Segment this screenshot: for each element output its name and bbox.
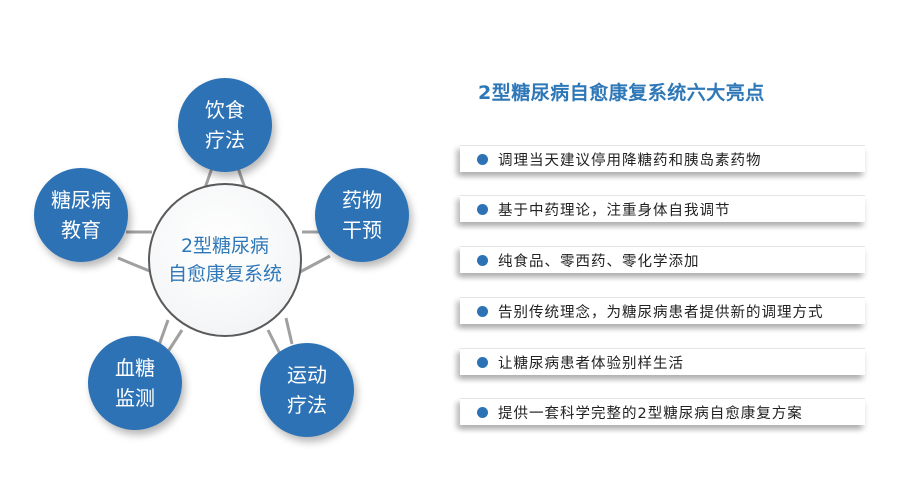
connector-lines: [117, 167, 331, 365]
highlights-title: 2型糖尿病自愈康复系统六大亮点: [478, 82, 765, 104]
bullet-dot-icon: [477, 203, 488, 215]
highlight-item: 基于中药理论，注重身体自我调节: [460, 195, 865, 222]
center-line1: 2型糖尿病: [180, 235, 270, 257]
node-label: 教育: [61, 218, 101, 242]
highlight-text: 告别传统理念，为糖尿病患者提供新的调理方式: [498, 304, 824, 321]
node-label: 糖尿病: [51, 188, 111, 212]
highlight-item: 告别传统理念，为糖尿病患者提供新的调理方式: [460, 297, 865, 324]
node-exercise-therapy: 运动 疗法: [260, 343, 354, 437]
highlight-item: 提供一套科学完整的2型糖尿病自愈康复方案: [460, 398, 865, 425]
node-diabetes-education: 糖尿病 教育: [34, 168, 128, 262]
node-label: 饮食: [205, 98, 245, 122]
node-label: 干预: [342, 218, 382, 242]
node-diet-therapy: 饮食 疗法: [178, 78, 272, 172]
node-label: 疗法: [287, 393, 327, 417]
node-label: 监测: [115, 386, 155, 410]
node-label: 疗法: [205, 128, 245, 152]
center-hub: 2型糖尿病 自愈康复系统: [148, 183, 302, 337]
highlight-text: 纯食品、零西药、零化学添加: [498, 253, 700, 270]
highlight-text: 提供一套科学完整的2型糖尿病自愈康复方案: [498, 405, 803, 422]
node-glucose-monitoring: 血糖 监测: [88, 336, 182, 430]
bullet-dot-icon: [477, 305, 488, 317]
highlight-item: 让糖尿病患者体验别样生活: [460, 348, 865, 375]
bullet-dot-icon: [477, 254, 488, 266]
node-label: 运动: [287, 363, 327, 387]
node-label: 血糖: [115, 356, 155, 380]
bullet-dot-icon: [477, 356, 488, 368]
center-line2: 自愈康复系统: [167, 263, 282, 285]
five-pillar-diagram: 2型糖尿病 自愈康复系统 饮食 疗法 药物 干预 运动 疗法 血糖 监测 糖尿病…: [34, 78, 409, 437]
bullet-dot-icon: [477, 153, 488, 165]
highlight-text: 让糖尿病患者体验别样生活: [498, 355, 684, 372]
node-label: 药物: [342, 188, 382, 212]
highlight-text: 调理当天建议停用降糖药和胰岛素药物: [498, 152, 762, 169]
highlight-text: 基于中药理论，注重身体自我调节: [498, 202, 731, 219]
highlight-item: 纯食品、零西药、零化学添加: [460, 246, 865, 273]
highlight-item: 调理当天建议停用降糖药和胰岛素药物: [460, 145, 865, 172]
bullet-dot-icon: [477, 406, 488, 418]
node-drug-intervention: 药物 干预: [315, 168, 409, 262]
